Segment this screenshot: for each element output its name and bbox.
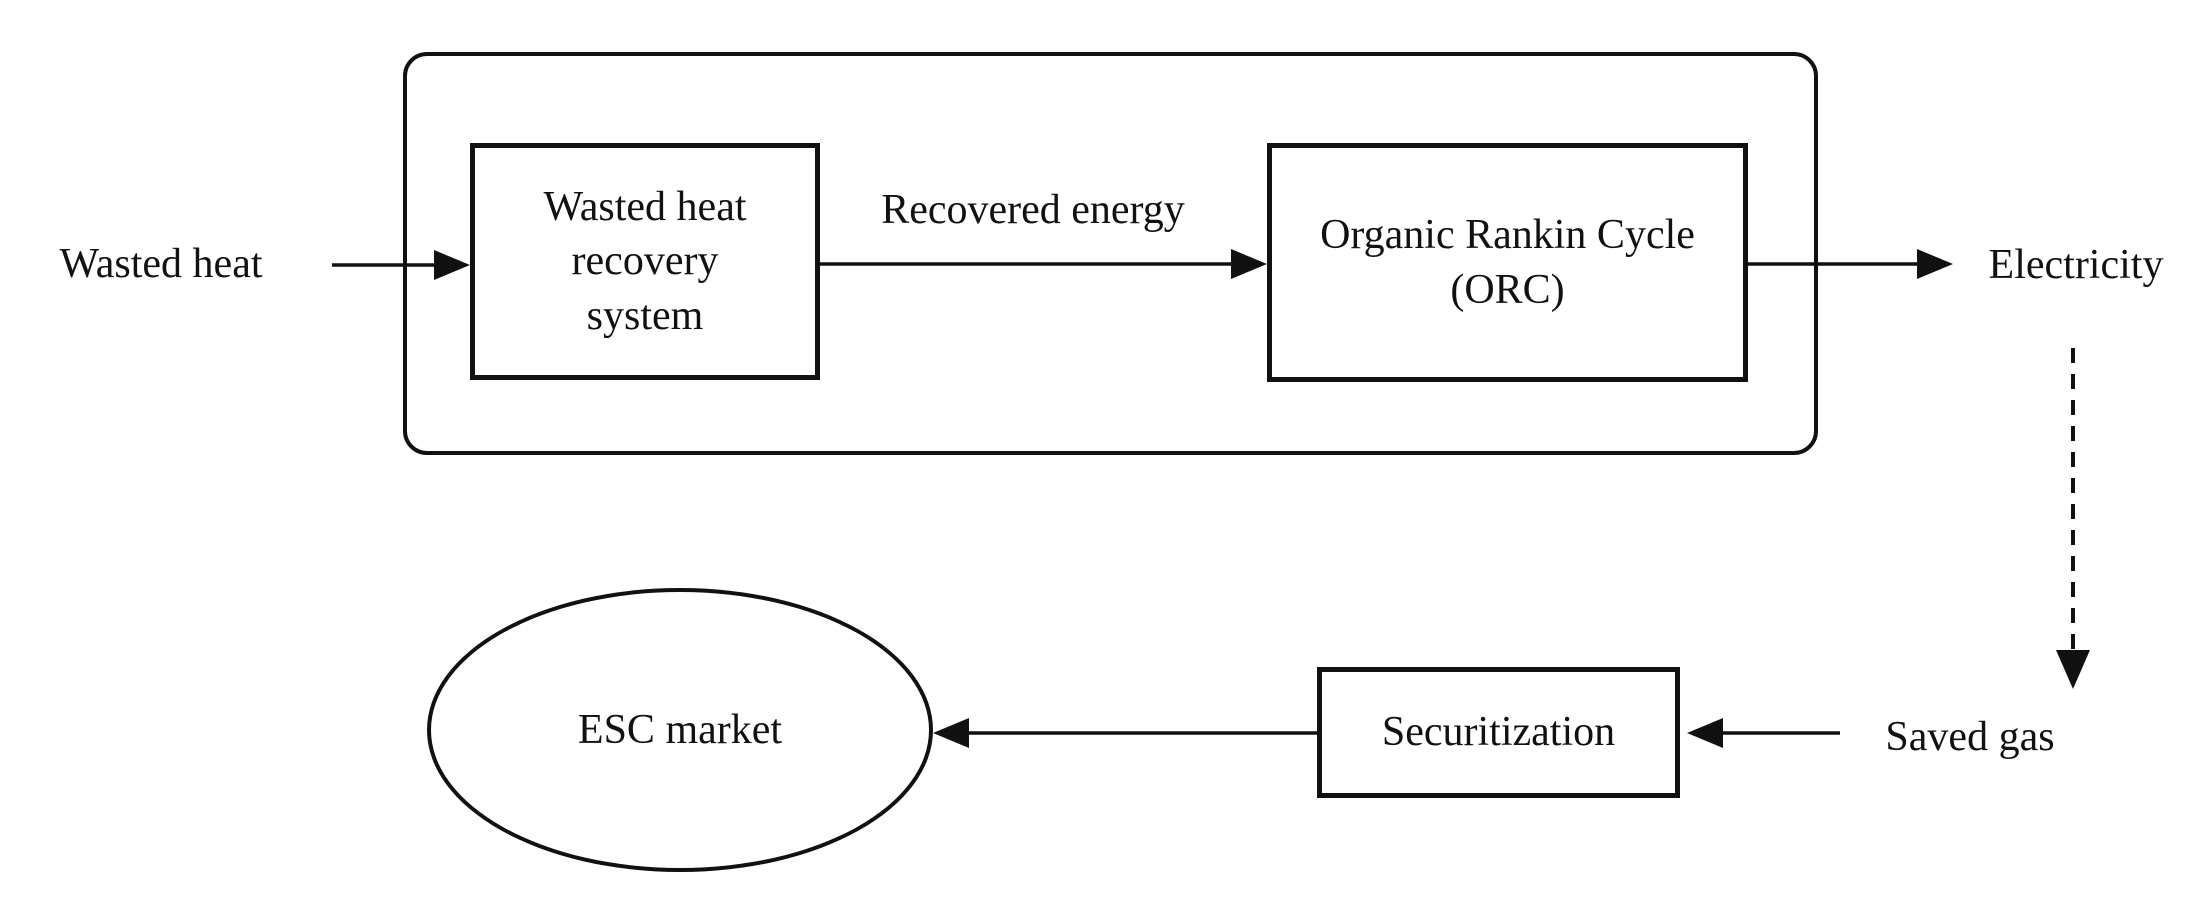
recovery-system-box: Wasted heat recovery system: [470, 143, 820, 380]
arrow-saved-gas-to-securitization: [1687, 718, 1840, 748]
esc-market-ellipse: ESC market: [427, 588, 933, 872]
arrow-wasted-heat-to-recovery: [332, 250, 470, 280]
wasted-heat-label: Wasted heat: [59, 241, 263, 287]
recovery-system-label: Wasted heat recovery system: [543, 183, 747, 339]
electricity-label: Electricity: [1988, 242, 2164, 288]
securitization-label: Securitization: [1381, 709, 1616, 756]
system-boundary-frame: [403, 52, 1818, 455]
saved-gas-label: Saved gas: [1885, 714, 2055, 760]
recovered-energy-label: Recovered energy: [881, 187, 1185, 233]
esc-market-label: ESC market: [577, 707, 783, 753]
orc-box: Organic Rankin Cycle (ORC): [1267, 143, 1748, 382]
orc-label: Organic Rankin Cycle (ORC): [1320, 211, 1695, 313]
arrow-recovery-to-orc: [820, 249, 1267, 279]
arrow-securitization-to-esc-market: [933, 718, 1317, 748]
arrow-electricity-to-saved-gas-dashed: [2056, 348, 2090, 689]
arrow-orc-to-electricity: [1748, 249, 1953, 279]
securitization-box: Securitization: [1317, 667, 1680, 798]
